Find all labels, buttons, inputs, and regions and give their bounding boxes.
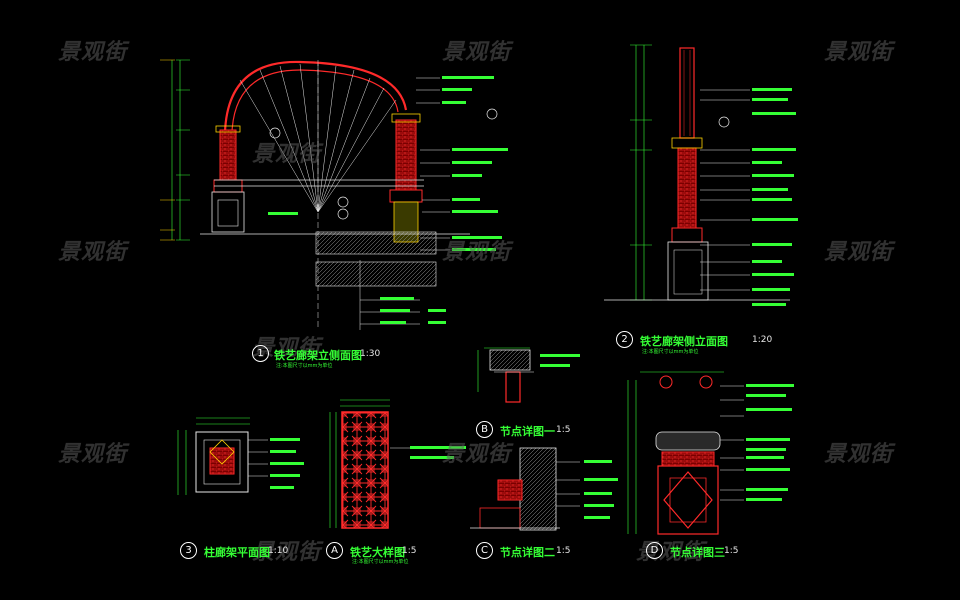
watermark: 景观街 — [824, 442, 894, 467]
view-scale-a: 1:5 — [402, 546, 417, 556]
view-title-c: 节点详图二 — [500, 546, 555, 559]
view-d-detail — [627, 371, 794, 535]
view-marker-c: C — [476, 542, 493, 559]
view-marker-d: D — [646, 542, 663, 559]
view-title-d: 节点详图三 — [670, 546, 725, 559]
view-title-2: 铁艺廊架侧立面图 — [640, 335, 728, 348]
watermark: 景观街 — [824, 40, 894, 65]
view-scale-d: 1:5 — [724, 546, 739, 556]
view-marker-a: A — [326, 542, 343, 559]
view-title-3: 柱廊架平面图 — [204, 546, 270, 559]
view-2-side-elevation — [604, 44, 798, 306]
view-3-plan — [177, 417, 304, 495]
view-marker-b: B — [476, 421, 493, 438]
watermark: 景观街 — [442, 240, 512, 265]
view-marker-2: 2 — [616, 331, 633, 348]
view-scale-3: 1:10 — [268, 546, 289, 556]
watermark: 景观街 — [58, 40, 128, 65]
watermark: 景观街 — [252, 540, 322, 565]
view-1-elevation — [160, 59, 508, 330]
watermark: 景观街 — [252, 142, 322, 167]
watermark: 景观街 — [58, 240, 128, 265]
view-title-1: 铁艺廊架立侧面图 — [274, 349, 362, 362]
watermark: 景观街 — [824, 240, 894, 265]
view-a-lattice — [329, 399, 466, 529]
view-note-2: 注:本图尺寸以mm为单位 — [642, 349, 699, 355]
view-marker-3: 3 — [180, 542, 197, 559]
view-scale-c: 1:5 — [556, 546, 571, 556]
view-b-detail — [477, 347, 580, 403]
view-note-a: 注:本图尺寸以mm为单位 — [352, 559, 409, 565]
view-scale-1: 1:30 — [360, 349, 381, 359]
watermark: 景观街 — [442, 40, 512, 65]
view-scale-b: 1:5 — [556, 425, 571, 435]
view-marker-1: 1 — [252, 345, 269, 362]
view-title-a: 铁艺大样图 — [350, 546, 405, 559]
watermark: 景观街 — [442, 442, 512, 467]
view-title-b: 节点详图一 — [500, 425, 555, 438]
view-scale-2: 1:20 — [752, 335, 773, 345]
view-note-1: 注:本图尺寸以mm为单位 — [276, 363, 333, 369]
watermark: 景观街 — [58, 442, 128, 467]
view-c-detail — [470, 447, 618, 531]
